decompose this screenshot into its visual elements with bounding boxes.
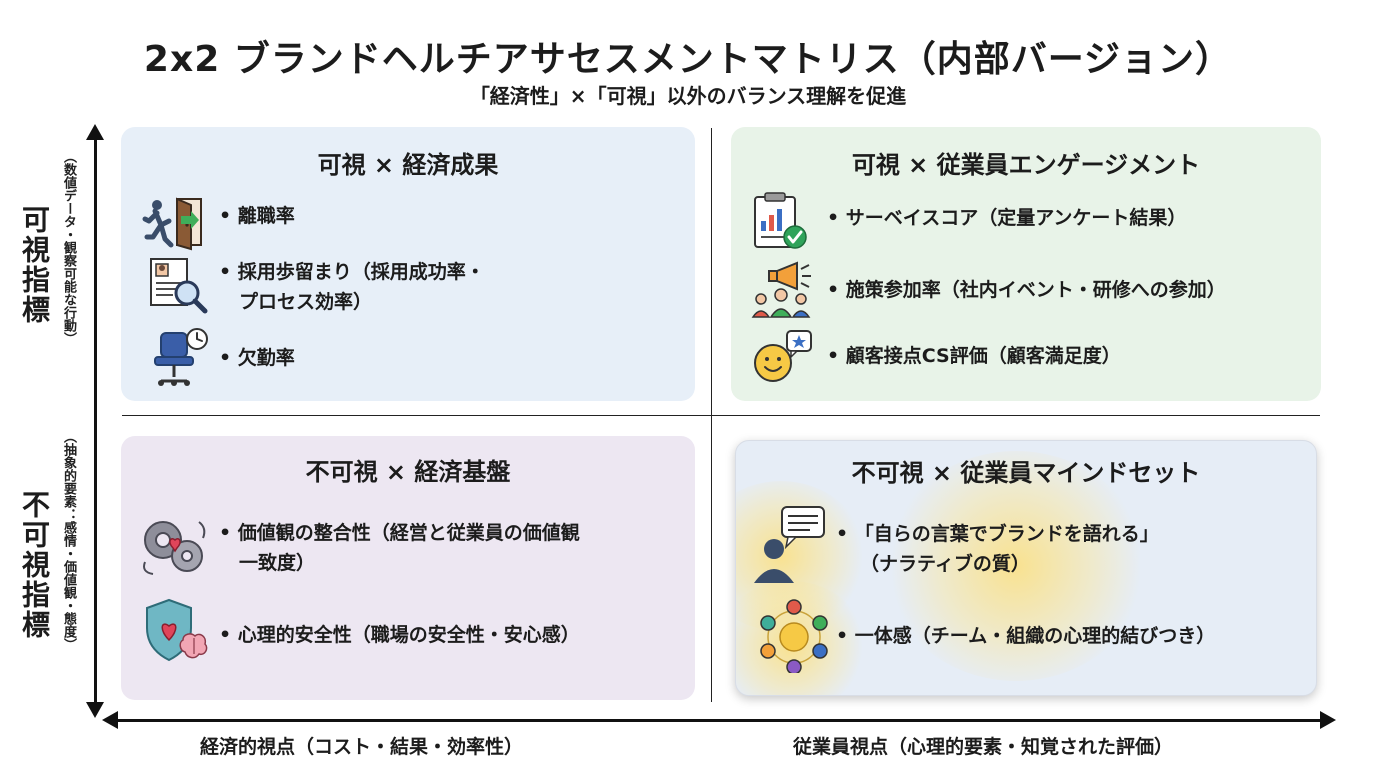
office-chair-clock-icon [154, 328, 208, 386]
y-axis-top-sublabel: （数値データ・観察可能な行動） [61, 150, 76, 345]
list-item: • 一体感（チーム・組織の心理的結びつき） [836, 625, 1216, 647]
x-axis-left-label: 経済的視点（コスト・結果・効率性） [200, 736, 524, 758]
page-subtitle: 「経済性」×「可視」以外のバランス理解を促進 [469, 84, 907, 108]
quadrant-divider-horizontal [122, 415, 1320, 416]
speaker-speech-bubble-icon [754, 506, 825, 583]
quadrant-title: 不可視 × 従業員マインドセット [851, 459, 1201, 487]
y-axis-arrow-up [86, 124, 104, 140]
list-item: • 「自らの言葉でブランドを語れる」 [836, 523, 1159, 545]
gears-heart-icon [143, 521, 206, 575]
list-item: • 離職率 [219, 205, 295, 227]
quadrant-title: 可視 × 経済成果 [317, 151, 499, 179]
team-circle-icon [760, 599, 828, 673]
shield-heart-brain-icon [146, 598, 208, 662]
x-axis-arrow-left [102, 711, 118, 729]
quadrant-invisible-economic: 不可視 × 経済基盤 • 価値観の整合性（経営と従業員の価値観 一致度） • 心… [121, 436, 695, 700]
list-item-continued: プロセス効率） [239, 291, 373, 313]
quadrant-title: 不可視 × 経済基盤 [305, 458, 511, 486]
smiley-star-icon [754, 330, 812, 382]
x-axis-right-label: 従業員視点（心理的要素・知覚された評価） [793, 736, 1174, 758]
list-item: • 採用歩留まり（採用成功率・ [219, 261, 485, 283]
y-axis-arrow-down [86, 702, 104, 718]
list-item: • 欠勤率 [219, 347, 295, 369]
list-item: • 心理的安全性（職場の安全性・安心感） [219, 624, 580, 646]
y-axis-line [94, 134, 97, 708]
list-item: • 顧客接点CS評価（顧客満足度） [827, 345, 1121, 367]
list-item: • 価値観の整合性（経営と従業員の価値観 [219, 522, 580, 544]
x-axis-arrow-right [1320, 711, 1336, 729]
page-title: 2x2 ブランドヘルチアサセスメントマトリス（内部バージョン） [143, 39, 1233, 80]
list-item-continued: （ナラティブの質） [860, 553, 1030, 575]
megaphone-group-icon [751, 261, 811, 318]
quadrant-title: 可視 × 従業員エンゲージメント [851, 151, 1201, 179]
highlight-glow [886, 451, 1146, 681]
list-item: • サーベイスコア（定量アンケート結果） [827, 207, 1187, 229]
clipboard-chart-icon [754, 192, 807, 249]
exit-door-icon [142, 197, 202, 251]
y-axis-top-label: 可視指標 [18, 205, 51, 325]
list-item-continued: 一致度） [239, 552, 316, 574]
quadrant-visible-engagement: 可視 × 従業員エンゲージメント • サーベイスコア（定量アンケート結果） • … [731, 127, 1321, 401]
y-axis-bottom-sublabel: （抽象的要素：感情・価値観・態度） [61, 430, 76, 651]
quadrant-invisible-mindset: 不可視 × 従業員マインドセット • 「自らの言葉でブランドを語れる」 （ナラテ… [735, 440, 1317, 696]
x-axis-line [114, 719, 1326, 722]
resume-magnifier-icon [150, 258, 208, 314]
y-axis-bottom-label: 不可視指標 [18, 490, 51, 640]
quadrant-visible-economic: 可視 × 経済成果 • 離職率 • 採用歩留まり（採用成功率・ プロセス効率） … [121, 127, 695, 401]
list-item: • 施策参加率（社内イベント・研修への参加） [827, 279, 1226, 301]
